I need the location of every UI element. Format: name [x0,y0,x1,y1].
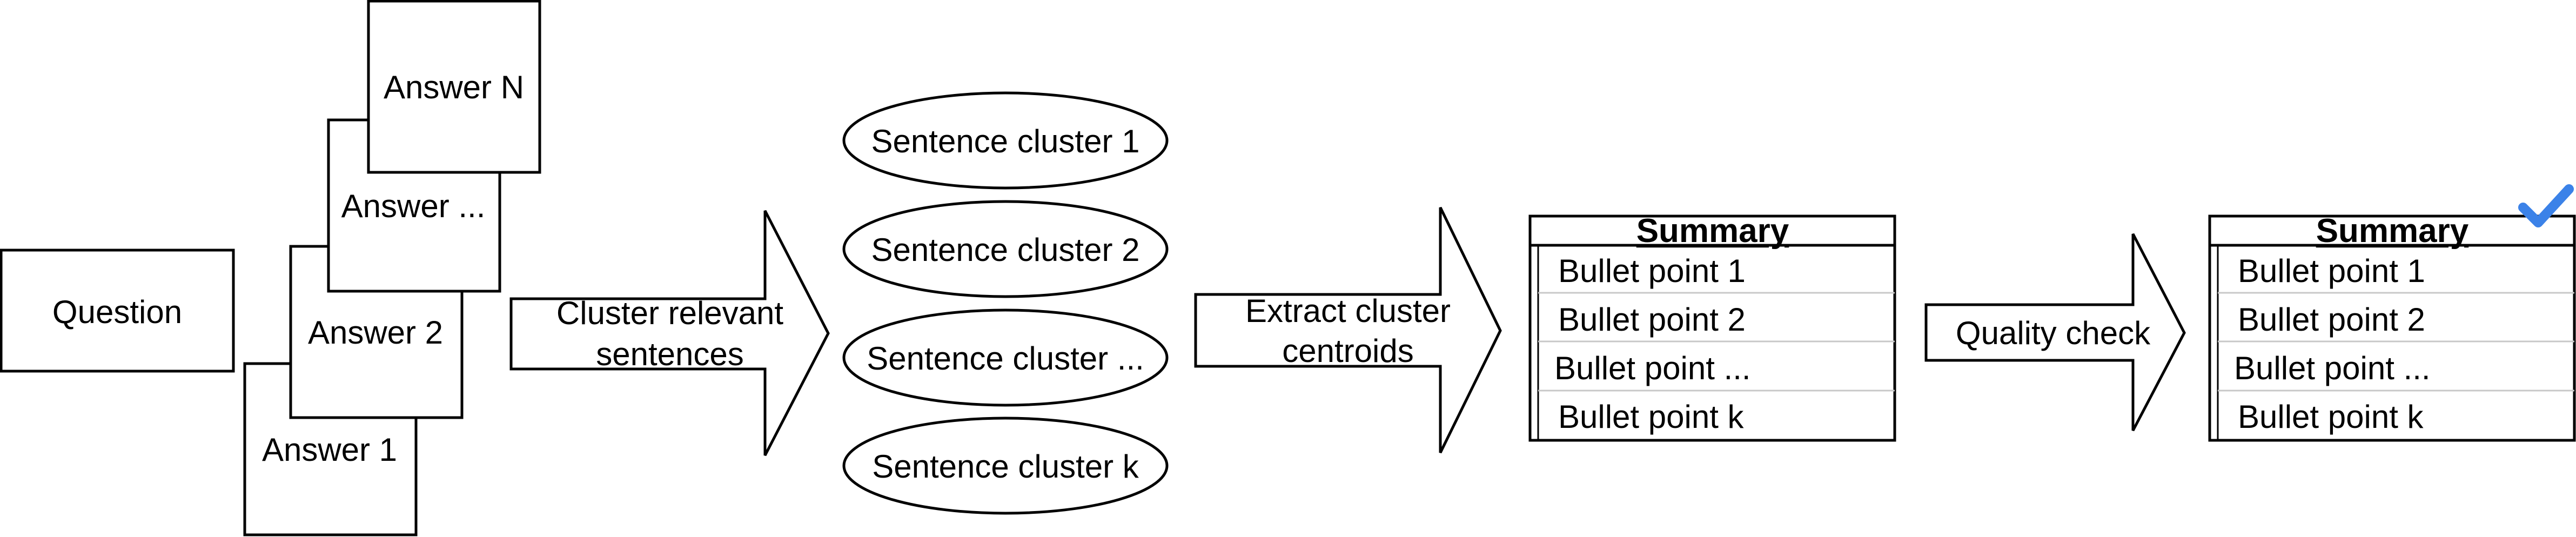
sentence-cluster: Sentence cluster 1 [842,91,1169,190]
sentence-cluster-group: Sentence cluster 1 Sentence cluster 2 Se… [842,91,1169,515]
answer-label: Answer 1 [262,432,397,468]
final-summary-bullet: Bullet point ... [2234,350,2431,386]
question-node: Question [0,249,235,373]
sentence-cluster-label: Sentence cluster k [872,448,1139,485]
question-label: Question [52,294,182,330]
sentence-cluster: Sentence cluster 2 [842,200,1169,298]
answer-label: Answer 2 [308,314,443,351]
cluster-step-arrow: Cluster relevant sentences [509,210,830,457]
answer-label: Answer N [384,69,524,105]
checkmark-icon [2518,184,2574,227]
summary-bullet: Bullet point 2 [1558,301,1746,338]
answer-stack: Answer 1 Answer 2 Answer ... Answer N [243,0,541,536]
quality-step-label: Quality check [1956,315,2151,351]
sentence-cluster-label: Sentence cluster 2 [871,232,1140,268]
extract-step-label-line-2: centroids [1282,333,1413,369]
summary-bullet: Bullet point k [1558,399,1745,435]
quality-step-arrow: Quality check [1924,233,2186,432]
summary-bullet: Bullet point ... [1554,350,1751,386]
final-summary-bullet: Bullet point 2 [2238,301,2425,338]
sentence-cluster-label: Sentence cluster ... [867,340,1144,377]
final-summary-bullet: Bullet point 1 [2238,253,2425,289]
cluster-step-label-line-2: sentences [596,336,744,372]
cluster-step-label-line-1: Cluster relevant [556,295,784,331]
sentence-cluster: Sentence cluster ... [842,308,1169,407]
answer-card: Answer N [367,0,541,174]
answer-label: Answer ... [341,188,486,224]
extract-step-arrow: Extract cluster centroids [1194,206,1502,454]
summary-bullet: Bullet point 1 [1558,253,1746,289]
final-summary-bullet: Bullet point k [2238,399,2424,435]
summary-table: Summary Bullet point 1 Bullet point 2 Bu… [1528,212,1896,442]
sentence-cluster-label: Sentence cluster 1 [871,123,1140,159]
final-summary-table: Summary Bullet point 1 Bullet point 2 Bu… [2208,184,2576,442]
final-summary-title: Summary [2316,212,2469,250]
summary-title: Summary [1636,212,1789,250]
extract-step-label-line-1: Extract cluster [1245,293,1451,329]
sentence-cluster: Sentence cluster k [842,417,1169,515]
